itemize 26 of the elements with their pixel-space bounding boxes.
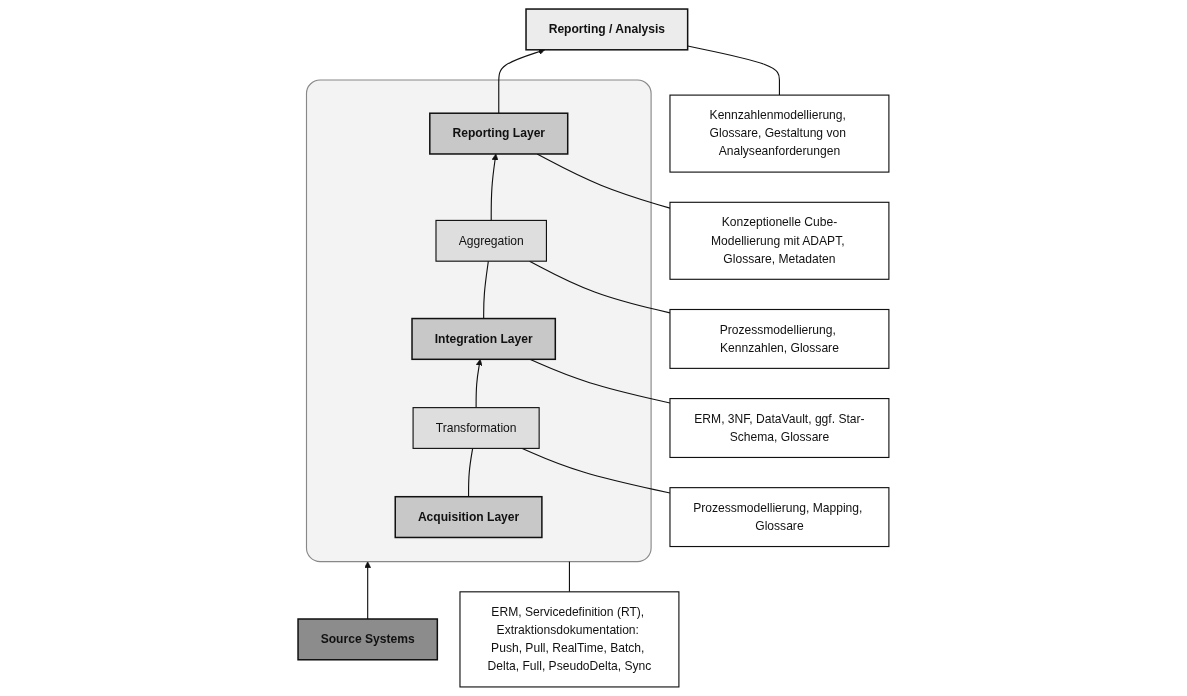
node-box: Kennzahlenmodellierung, Glossare, Gestaltung von Analyseanforderungen bbox=[669, 94, 890, 173]
node-box: Transformation bbox=[412, 407, 540, 449]
node-box: Aggregation bbox=[435, 219, 548, 262]
arrow bbox=[498, 48, 546, 114]
connector bbox=[687, 45, 781, 96]
connector bbox=[536, 153, 671, 209]
node-box: Reporting / Analysis bbox=[525, 8, 689, 51]
node-box: Prozessmodellierung, Mapping, Glossare bbox=[669, 487, 890, 548]
node-box: Integration Layer bbox=[411, 317, 557, 361]
cluster bbox=[305, 79, 652, 563]
arrow bbox=[475, 359, 483, 409]
node-box: ERM, Servicedefinition (RT), Extraktionsdokumentation: Push, Pull, RealTime, Batch, Delta, Full, PseudoDelta, Sync bbox=[459, 591, 680, 688]
arrow bbox=[490, 153, 499, 221]
node-box: Reporting Layer bbox=[429, 112, 569, 155]
node-box: Acquisition Layer bbox=[394, 495, 543, 539]
node-box: ERM, 3NF, DataVault, ggf. Star-Schema, Glossare bbox=[669, 398, 890, 458]
connector bbox=[529, 260, 671, 314]
connector bbox=[529, 358, 671, 404]
connector bbox=[521, 447, 671, 494]
connector bbox=[483, 260, 489, 320]
node-box: Source Systems bbox=[297, 618, 439, 661]
node-box: Prozessmodellierung, Kennzahlen, Glossare bbox=[669, 308, 890, 369]
connector bbox=[568, 561, 571, 593]
connector bbox=[468, 447, 474, 498]
node-box: Konzeptionelle Cube-Modellierung mit ADAPT, Glossare, Metadaten bbox=[669, 201, 890, 280]
arrow bbox=[364, 561, 372, 620]
